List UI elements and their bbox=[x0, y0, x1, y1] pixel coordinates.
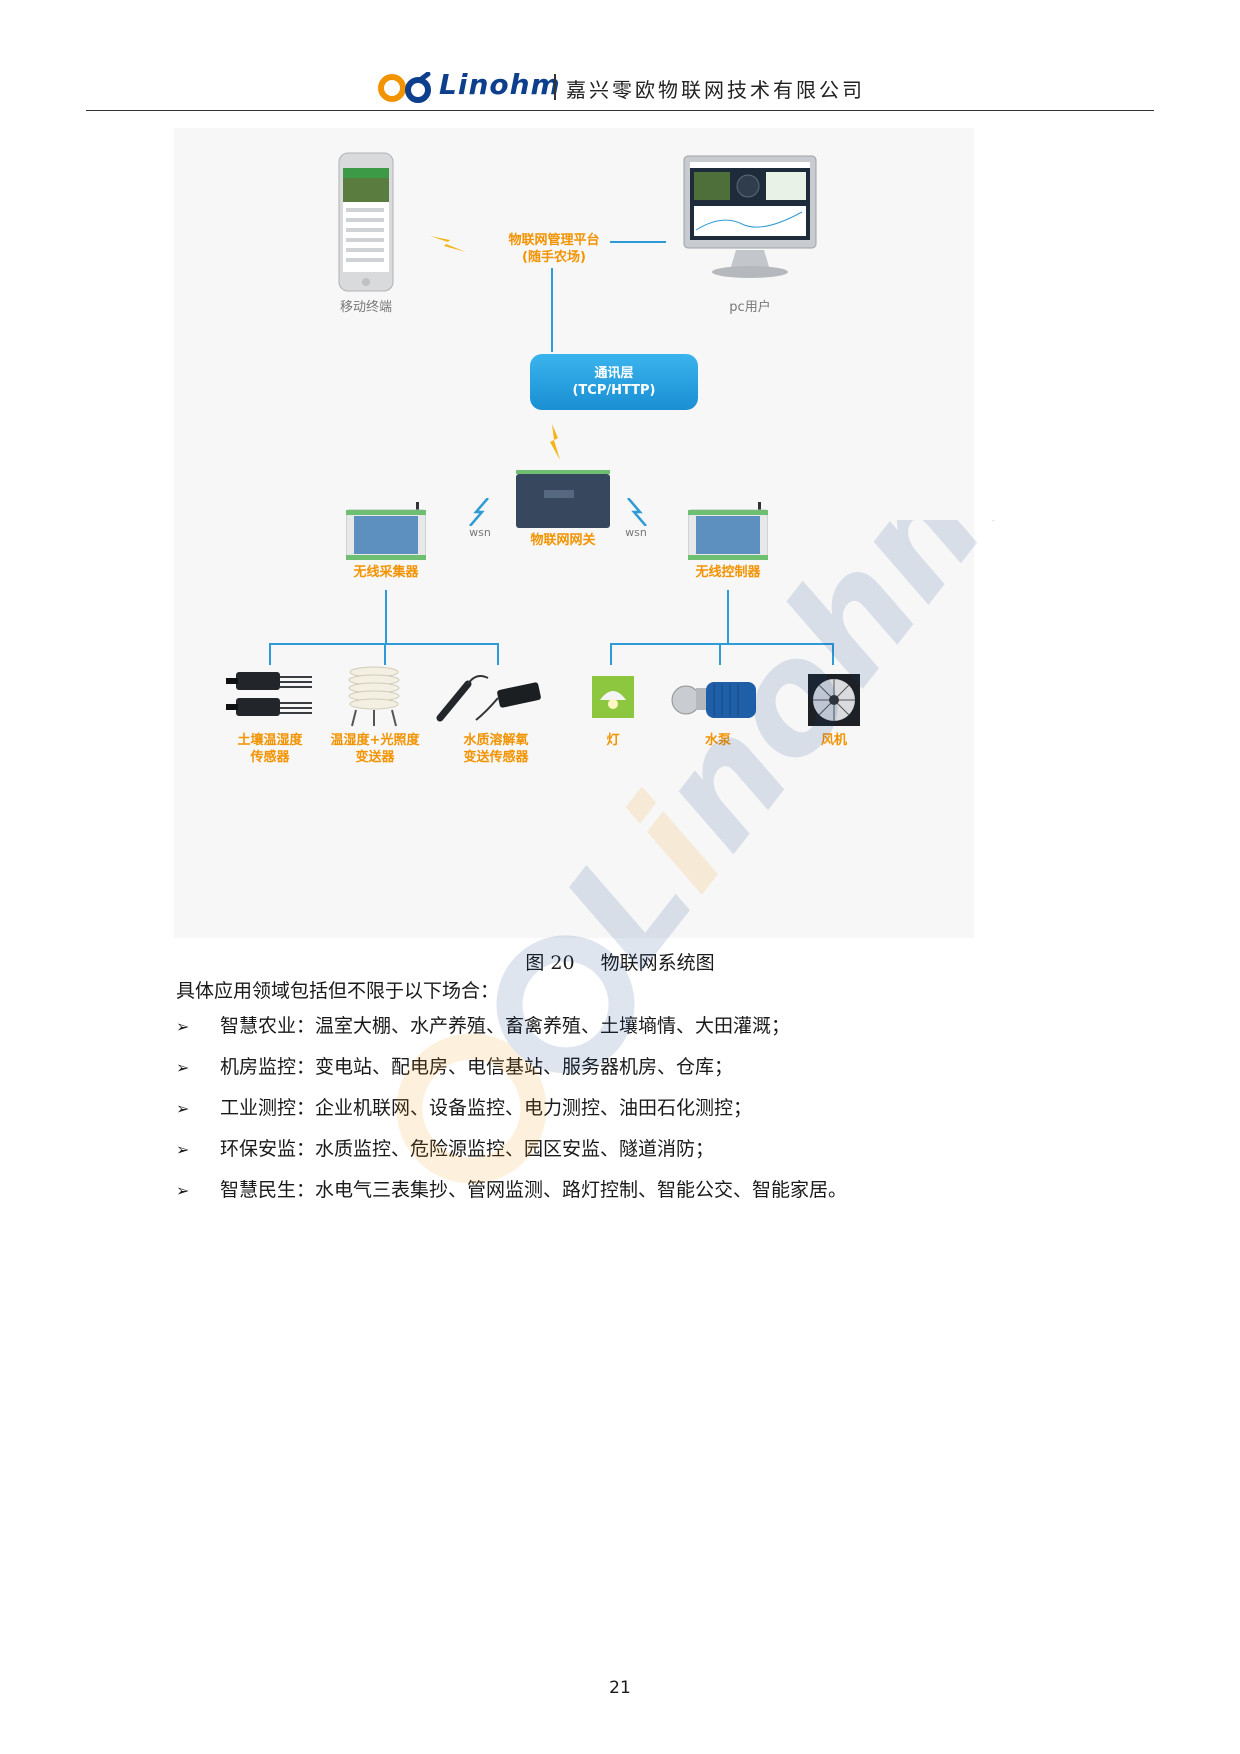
intro-paragraph: 具体应用领域包括但不限于以下场合： bbox=[176, 980, 500, 1002]
soil-sensor-icon bbox=[226, 672, 312, 716]
fan-icon bbox=[808, 674, 860, 726]
pc-user-label: pc用户 bbox=[729, 300, 771, 315]
connector-line bbox=[497, 643, 499, 665]
water-pump-icon bbox=[671, 682, 756, 718]
water-oxygen-sensor-icon bbox=[436, 675, 541, 722]
iot-gateway-device-icon bbox=[516, 470, 610, 528]
connector-line bbox=[727, 590, 729, 644]
list-item: ➢环保安监：水质监控、危险源监控、园区安监、隧道消防； bbox=[176, 1129, 847, 1170]
wsn-signal-icon bbox=[469, 498, 489, 526]
linohm-logo-icon bbox=[378, 72, 431, 103]
lamp-label: 灯 bbox=[606, 733, 620, 748]
iot-system-diagram: 移动终端 物联网管理平台 (随手农场) pc用户 通讯层 (TCP/HTTP) … bbox=[174, 128, 974, 938]
fan-label: 风机 bbox=[820, 733, 847, 748]
connector-line bbox=[551, 268, 553, 352]
comm-layer-title: 通讯层 bbox=[594, 366, 634, 381]
wireless-collector-device-icon bbox=[346, 502, 426, 560]
connector-line bbox=[384, 643, 386, 665]
wireless-collector-label: 无线采集器 bbox=[353, 565, 419, 580]
page-header: Linohm 嘉兴零欧物联网技术有限公司 bbox=[86, 66, 1154, 110]
list-item: ➢工业测控：企业机联网、设备监控、电力测控、油田石化测控； bbox=[176, 1088, 847, 1129]
mobile-phone-icon bbox=[338, 152, 394, 292]
connector-line bbox=[832, 643, 834, 665]
bullet-arrow-icon: ➢ bbox=[176, 1099, 190, 1118]
soil-sensor-label: 土壤温湿度 传感器 bbox=[237, 733, 303, 765]
list-item: ➢智慧农业：温室大棚、水产养殖、畜禽养殖、土壤墒情、大田灌溉； bbox=[176, 1006, 847, 1047]
connector-line bbox=[269, 643, 271, 665]
header-separator bbox=[554, 74, 556, 100]
figure-number: 图 20 bbox=[525, 952, 575, 974]
bullet-arrow-icon: ➢ bbox=[176, 1181, 190, 1200]
pc-monitor-icon bbox=[683, 155, 817, 278]
header-rule bbox=[86, 110, 1154, 111]
connector-line bbox=[610, 643, 834, 645]
connector-line bbox=[719, 643, 721, 665]
connector-line bbox=[385, 590, 387, 644]
gateway-label: 物联网网关 bbox=[530, 533, 596, 548]
pump-label: 水泵 bbox=[704, 733, 731, 748]
mobile-terminal-label: 移动终端 bbox=[339, 300, 392, 315]
comm-layer-protocol: (TCP/HTTP) bbox=[572, 383, 656, 398]
list-item: ➢机房监控：变电站、配电房、电信基站、服务器机房、仓库； bbox=[176, 1047, 847, 1088]
brand-name: Linohm bbox=[439, 68, 561, 101]
temperature-humidity-light-transmitter-icon bbox=[348, 666, 400, 727]
figure-caption: 图 20 物联网系统图 bbox=[0, 948, 1240, 975]
air-transmitter-label: 温湿度+光照度 变送器 bbox=[330, 733, 420, 765]
wsn-signal-icon bbox=[627, 498, 647, 526]
iot-platform-label: 物联网管理平台 (随手农场) bbox=[508, 233, 600, 265]
connector-line bbox=[610, 241, 666, 243]
page-number: 21 bbox=[609, 1678, 631, 1698]
application-list: ➢智慧农业：温室大棚、水产养殖、畜禽养殖、土壤墒情、大田灌溉； ➢机房监控：变电… bbox=[176, 1006, 847, 1211]
list-item: ➢智慧民生：水电气三表集抄、管网监测、路灯控制、智能公交、智能家居。 bbox=[176, 1170, 847, 1211]
wireless-signal-icon bbox=[550, 424, 560, 460]
wsn-label: wsn bbox=[469, 526, 491, 539]
lamp-icon bbox=[592, 676, 634, 718]
bullet-arrow-icon: ➢ bbox=[176, 1017, 190, 1036]
wireless-signal-icon bbox=[430, 236, 466, 252]
wsn-label: wsn bbox=[625, 526, 647, 539]
bullet-arrow-icon: ➢ bbox=[176, 1140, 190, 1159]
wireless-controller-device-icon bbox=[688, 502, 768, 560]
connector-line bbox=[610, 643, 612, 665]
figure-title: 物联网系统图 bbox=[600, 952, 715, 974]
wireless-controller-label: 无线控制器 bbox=[695, 565, 761, 580]
water-sensor-label: 水质溶解氧 变送传感器 bbox=[463, 733, 529, 765]
communication-layer-box: 通讯层 (TCP/HTTP) bbox=[530, 354, 698, 410]
bullet-arrow-icon: ➢ bbox=[176, 1058, 190, 1077]
company-name: 嘉兴零欧物联网技术有限公司 bbox=[566, 78, 865, 102]
